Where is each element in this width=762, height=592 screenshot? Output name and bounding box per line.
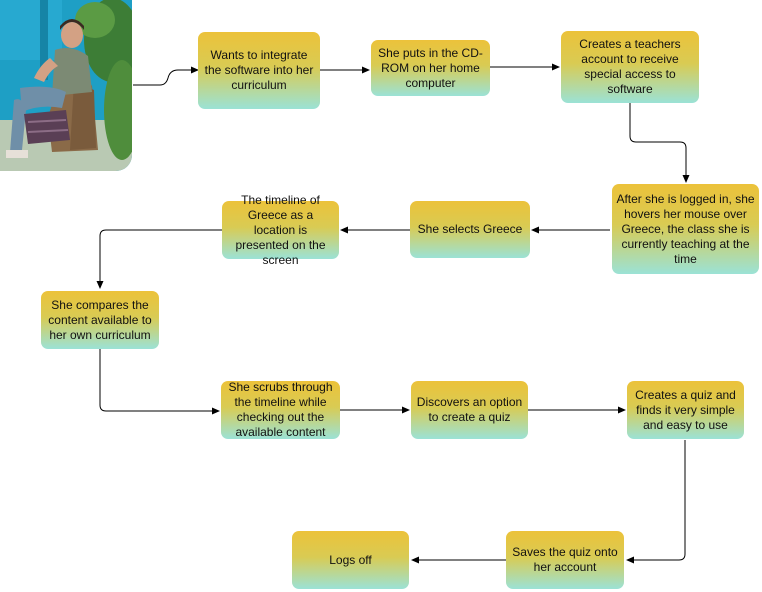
step-saves: Saves the quiz onto her account — [506, 531, 624, 589]
step-text: She selects Greece — [417, 222, 523, 236]
step-cdrom: She puts in the CD-ROM on her home compu… — [371, 40, 490, 96]
step-logsoff: Logs off — [292, 531, 409, 589]
step-text: Saves the quiz onto her account — [512, 545, 618, 574]
step-selects: She selects Greece — [410, 201, 530, 258]
connector-compares-to-scrubs — [99, 349, 220, 415]
step-integrate: Wants to integrate the software into her… — [198, 32, 320, 109]
step-text: Discovers an option to create a quiz — [416, 395, 523, 424]
step-quiz: Creates a quiz and finds it very simple … — [627, 381, 744, 439]
step-text: Wants to integrate the software into her… — [204, 48, 314, 92]
step-timeline: The timeline of Greece as a location is … — [222, 193, 339, 267]
step-account: Creates a teachers account to receive sp… — [561, 31, 699, 103]
step-hover: After she is logged in, she hovers her m… — [612, 184, 759, 274]
connector-quiz-to-saves — [626, 440, 686, 564]
step-text: She puts in the CD-ROM on her home compu… — [378, 45, 483, 90]
user-photo — [0, 0, 132, 171]
step-text: Creates a teachers account to receive sp… — [579, 37, 681, 96]
connector-timeline-to-compares — [96, 229, 222, 289]
step-text: The timeline of Greece as a location is … — [235, 192, 326, 267]
connector-photo-to-integrate — [133, 66, 199, 86]
step-compares: She compares the content available to he… — [41, 291, 159, 349]
step-text: Logs off — [329, 552, 372, 567]
step-text: She scrubs through the timeline while ch… — [228, 380, 333, 439]
step-text: She compares the content available to he… — [48, 297, 152, 342]
step-discovers: Discovers an option to create a quiz — [411, 381, 528, 439]
step-text: After she is logged in, she hovers her m… — [616, 191, 755, 266]
step-scrubs: She scrubs through the timeline while ch… — [221, 380, 340, 439]
step-text: Creates a quiz and finds it very simple … — [635, 387, 736, 432]
connector-account-to-hover — [629, 103, 690, 183]
